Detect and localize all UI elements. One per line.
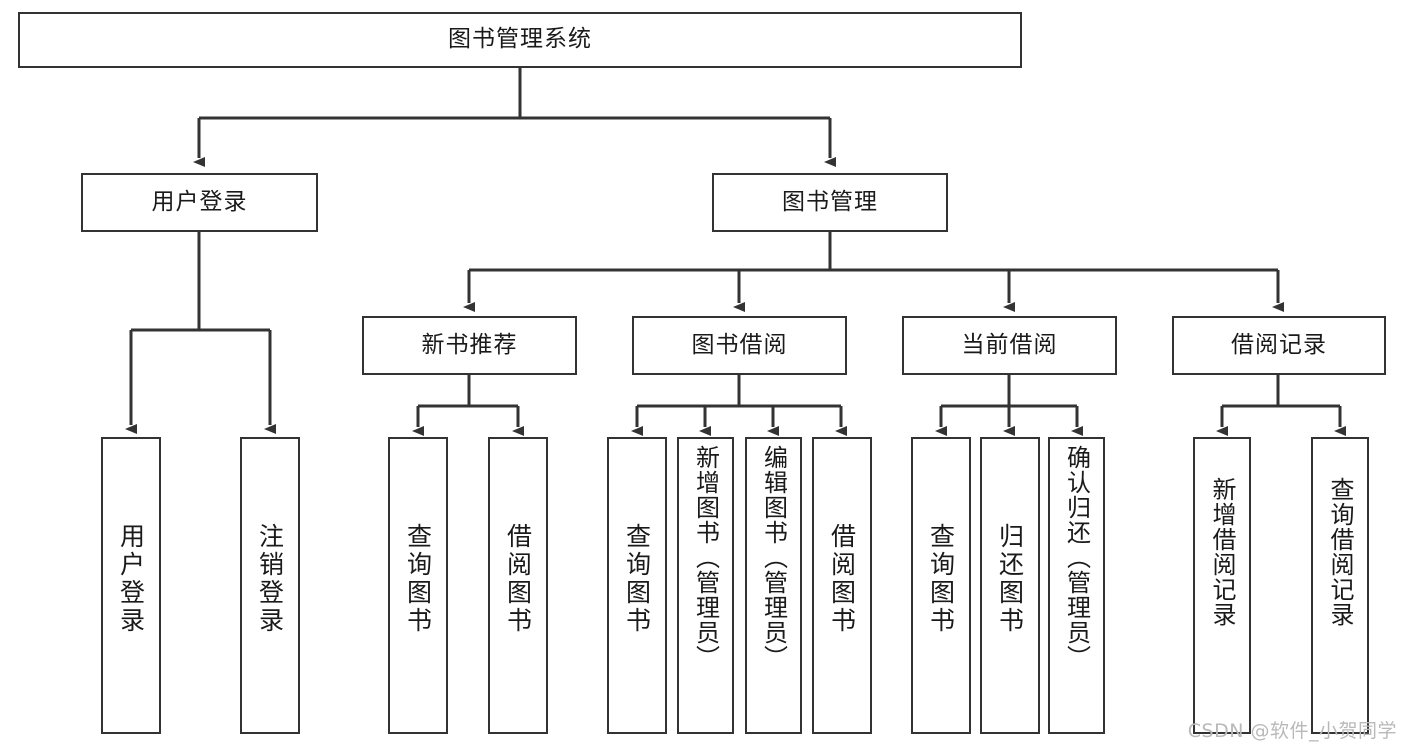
node-leaf-confirm-return[interactable]: 确认归还（管理员） <box>1048 437 1105 734</box>
node-leaf-query-book-2-label: 查询图书 <box>622 523 652 635</box>
node-leaf-borrow-book-1[interactable]: 借阅图书 <box>488 437 548 734</box>
node-leaf-add-book[interactable]: 新增图书（管理员） <box>677 437 734 734</box>
node-current-borrow-label: 当前借阅 <box>961 331 1058 358</box>
node-leaf-add-book-label: 新增图书（管理员） <box>691 445 720 670</box>
node-leaf-edit-book-label: 编辑图书（管理员） <box>759 445 788 670</box>
node-root-label: 图书管理系统 <box>448 26 592 53</box>
node-leaf-add-record[interactable]: 新增借阅记录 <box>1193 437 1251 734</box>
node-leaf-query-record[interactable]: 查询借阅记录 <box>1311 437 1369 734</box>
node-leaf-return-book[interactable]: 归还图书 <box>980 437 1040 734</box>
node-leaf-edit-book[interactable]: 编辑图书（管理员） <box>745 437 802 734</box>
node-user-login-label: 用户登录 <box>151 188 248 215</box>
node-borrow-record[interactable]: 借阅记录 <box>1172 316 1386 375</box>
csdn-watermark: CSDN @软件_小贺同学 <box>1187 720 1397 742</box>
node-root[interactable]: 图书管理系统 <box>18 12 1022 68</box>
node-leaf-add-record-label: 新增借阅记录 <box>1208 477 1236 627</box>
node-leaf-user-login-label: 用户登录 <box>116 523 146 635</box>
node-leaf-query-book-2[interactable]: 查询图书 <box>607 437 667 734</box>
node-book-manage-label: 图书管理 <box>782 188 878 215</box>
node-borrow-record-label: 借阅记录 <box>1231 331 1327 358</box>
node-leaf-confirm-return-label: 确认归还（管理员） <box>1062 445 1091 670</box>
node-new-book-rec-label: 新书推荐 <box>421 331 518 358</box>
node-leaf-query-book-3-label: 查询图书 <box>926 523 956 635</box>
node-leaf-return-book-label: 归还图书 <box>995 523 1025 635</box>
node-book-borrow-label: 图书借阅 <box>691 331 788 358</box>
node-leaf-query-record-label: 查询借阅记录 <box>1326 477 1354 627</box>
node-leaf-logout-label: 注销登录 <box>255 523 285 635</box>
node-leaf-query-book-1[interactable]: 查询图书 <box>388 437 448 734</box>
node-leaf-borrow-book-2-label: 借阅图书 <box>827 523 857 635</box>
node-leaf-borrow-book-1-label: 借阅图书 <box>503 523 533 635</box>
node-new-book-rec[interactable]: 新书推荐 <box>362 316 577 375</box>
node-leaf-logout[interactable]: 注销登录 <box>240 437 300 734</box>
node-leaf-user-login[interactable]: 用户登录 <box>101 437 161 734</box>
node-leaf-query-book-3[interactable]: 查询图书 <box>911 437 971 734</box>
node-book-borrow[interactable]: 图书借阅 <box>632 316 847 375</box>
node-leaf-borrow-book-2[interactable]: 借阅图书 <box>812 437 872 734</box>
node-current-borrow[interactable]: 当前借阅 <box>902 316 1117 375</box>
node-book-manage[interactable]: 图书管理 <box>712 173 948 232</box>
node-leaf-query-book-1-label: 查询图书 <box>403 523 433 635</box>
node-user-login[interactable]: 用户登录 <box>81 173 318 232</box>
